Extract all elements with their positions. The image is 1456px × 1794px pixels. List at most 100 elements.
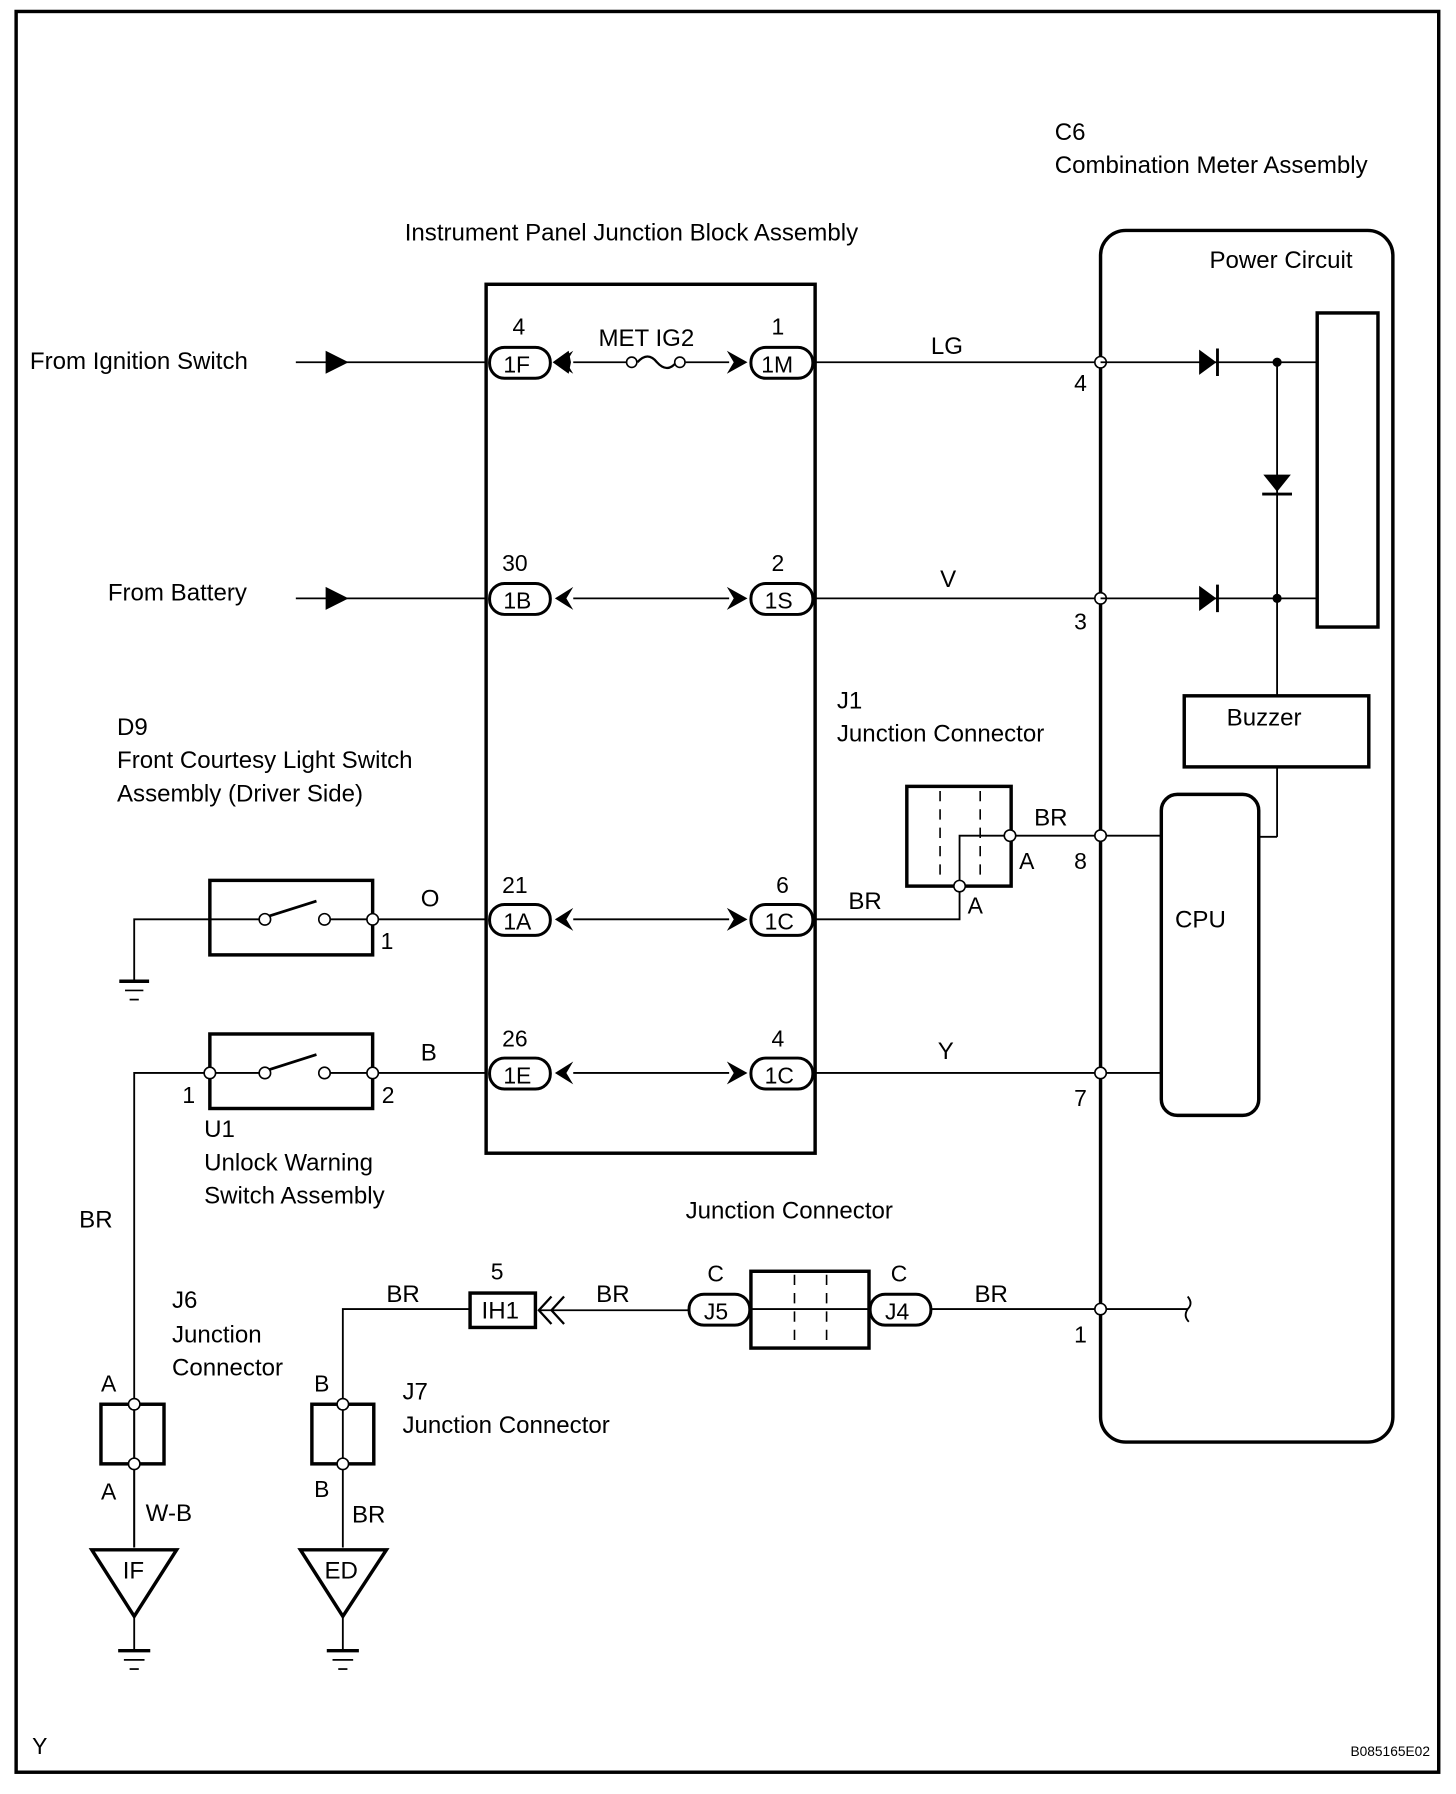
meter-pin: 8: [1074, 848, 1087, 874]
connector-label: 1M: [761, 352, 793, 378]
jb-pin-num: 1: [772, 314, 785, 340]
j6-pin: A: [101, 1478, 117, 1504]
battery-source-label: From Battery: [108, 580, 247, 607]
u1-code: U1: [204, 1116, 235, 1143]
wire-color-LG: LG: [931, 333, 963, 360]
page-border: [14, 9, 1441, 1774]
diode-icon: [1262, 474, 1292, 496]
connector-1E: [488, 1056, 552, 1091]
ignition-source-label: From Ignition Switch: [30, 348, 248, 375]
connector-tail-icon: [554, 350, 574, 374]
power-circuit-block: [1315, 311, 1380, 629]
j1-pin: A: [1019, 848, 1035, 874]
wire-color-Y: Y: [938, 1038, 954, 1065]
connector-tail-icon: [726, 350, 748, 374]
fuse-label: MET IG2: [598, 325, 694, 352]
d9-title-2: Assembly (Driver Side): [117, 780, 363, 807]
meter-pin: 1: [1074, 1321, 1087, 1347]
j6-title-1: Junction: [172, 1321, 262, 1348]
ground-icon: [326, 1648, 359, 1670]
jb-pin-num: 4: [772, 1026, 785, 1052]
u1-title-2: Switch Assembly: [204, 1183, 385, 1210]
connector-J4: [868, 1292, 933, 1327]
connector-tail-icon: [726, 1061, 748, 1085]
ih1-pin: 5: [491, 1258, 504, 1284]
wire-color-BR: BR: [352, 1501, 385, 1528]
connector-label: 1C: [765, 1062, 794, 1088]
connector-1A: [488, 902, 552, 937]
junction-block-box: [484, 282, 817, 1155]
connector-tail-icon: [554, 586, 574, 610]
meter-title: Combination Meter Assembly: [1055, 152, 1368, 179]
connector-tail-icon: [726, 907, 748, 931]
jb-pin-num: 6: [776, 872, 789, 898]
connector-label: 1C: [765, 909, 794, 935]
connector-label: J4: [885, 1298, 909, 1324]
wire-color-BR: BR: [848, 888, 881, 915]
meter-pin: 4: [1074, 370, 1087, 396]
wire-color-V: V: [940, 566, 956, 593]
switch-pin: 2: [382, 1082, 395, 1108]
wire-break-icon: [1184, 1295, 1192, 1323]
connector-1C-a: [749, 902, 815, 937]
ground-point-IF: IF: [88, 1548, 180, 1651]
ground-icon: [119, 979, 150, 1001]
power-circuit-label: Power Circuit: [1209, 247, 1352, 274]
diode-icon: [1199, 348, 1219, 376]
wire-color-BR: BR: [1034, 804, 1067, 831]
jb-pin-num: 21: [502, 872, 527, 898]
connector-label: 1F: [503, 352, 530, 378]
wire-color-BR: BR: [974, 1281, 1007, 1308]
buzzer-label: Buzzer: [1227, 705, 1302, 732]
ih1-label: IH1: [482, 1297, 519, 1324]
wire-color-WB: W-B: [146, 1500, 192, 1527]
j7-code: J7: [402, 1379, 427, 1406]
u1-switch-box: [208, 1032, 375, 1111]
cpu-block: [1159, 792, 1261, 1118]
connector-tail-icon: [554, 1061, 574, 1085]
j1-pin: A: [968, 893, 984, 919]
d9-switch-box: [208, 878, 375, 957]
fuse-icon: [625, 355, 686, 370]
connector-label: 1E: [503, 1062, 531, 1088]
ground-label: IF: [123, 1557, 144, 1584]
jb-pin-num: 30: [502, 550, 527, 576]
j6-connector: [99, 1402, 166, 1466]
jc-pin: C: [891, 1261, 908, 1287]
j7-pin: B: [314, 1371, 329, 1397]
ground-label: ED: [324, 1557, 357, 1584]
j7-title: Junction Connector: [402, 1412, 609, 1439]
connector-label: 1S: [765, 588, 793, 614]
wire-color-B: B: [421, 1039, 437, 1066]
j6-pin: A: [101, 1371, 117, 1397]
jc-pin: C: [707, 1261, 724, 1287]
j1-title: Junction Connector: [837, 721, 1044, 748]
footer-left: Y: [32, 1733, 47, 1759]
connector-1F: [488, 345, 552, 380]
wire-color-BR: BR: [79, 1207, 112, 1234]
diode-icon: [1199, 584, 1219, 613]
ground-icon: [118, 1648, 151, 1670]
connector-1S: [749, 581, 815, 616]
jb-pin-num: 4: [512, 314, 525, 340]
u1-title-1: Unlock Warning: [204, 1149, 373, 1176]
connector-1B: [488, 581, 552, 616]
battery-arrow-icon: [325, 586, 349, 610]
switch-icon: [258, 1053, 332, 1080]
jb-title: Instrument Panel Junction Block Assembly: [405, 220, 858, 247]
connector-tail-icon: [554, 907, 574, 931]
connector-label: 1A: [503, 909, 532, 935]
meter-pin: 3: [1074, 608, 1087, 634]
meter-code: C6: [1055, 119, 1086, 146]
meter-pin: 7: [1074, 1085, 1087, 1111]
jb-pin-num: 2: [772, 550, 785, 576]
j7-pin: B: [314, 1476, 329, 1502]
wire-color-BR: BR: [386, 1281, 419, 1308]
connector-1C-b: [749, 1056, 815, 1091]
connector-1M: [749, 345, 815, 380]
d9-code: D9: [117, 714, 148, 741]
j6-code: J6: [172, 1287, 197, 1314]
connector-tail-icon: [726, 586, 748, 610]
wire-color-O: O: [421, 886, 440, 913]
